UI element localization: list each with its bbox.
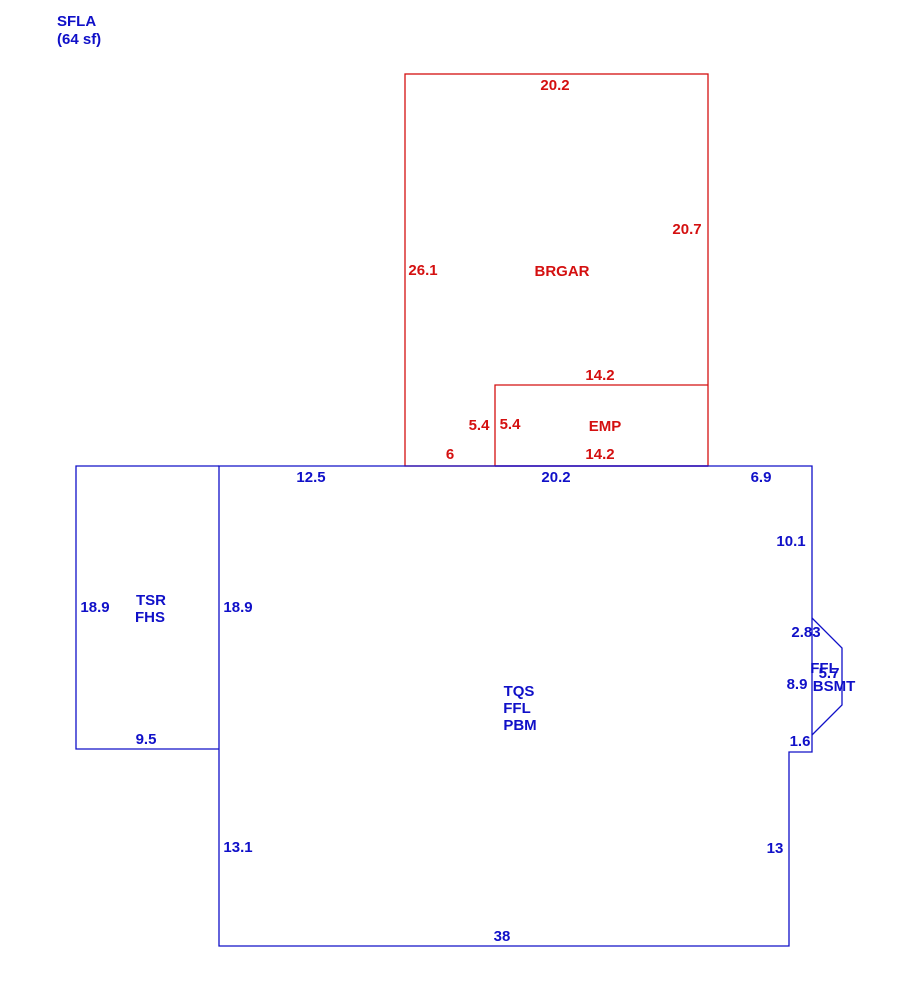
area-tsr: TSR	[136, 592, 166, 609]
area-tqs: TQS	[504, 683, 535, 700]
area-fhs: FHS	[135, 609, 165, 626]
emp-outline	[494, 384, 708, 466]
dim-bay-mid: 8.9	[787, 676, 808, 693]
dim-bay-face: 5.7	[819, 665, 840, 682]
sfla-area: (64 sf)	[57, 31, 102, 48]
sfla-summary: SFLA (64 sf)	[57, 13, 101, 49]
sfla-label: SFLA	[57, 13, 97, 30]
area-ffl-main: FFL	[503, 700, 531, 717]
dim-main-right-upper: 10.1	[776, 533, 805, 550]
dim-brgar-top: 20.2	[540, 77, 569, 94]
area-brgar: BRGAR	[535, 263, 590, 280]
dim-main-right-lower: 13	[767, 840, 784, 857]
area-pbm: PBM	[503, 717, 536, 734]
bay-outline	[811, 617, 843, 736]
dim-main-left-lower: 13.1	[223, 839, 252, 856]
dim-emp-left-b: 5.4	[500, 416, 522, 433]
dim-main-bottom: 38	[494, 928, 511, 945]
dim-main-top-mid: 20.2	[541, 469, 570, 486]
dim-emp-top: 14.2	[585, 367, 614, 384]
dim-brgar-right: 20.7	[672, 221, 701, 238]
area-ffl-bay: FFL	[810, 660, 838, 677]
dim-tsr-right: 18.9	[223, 599, 252, 616]
tqs-polygon	[218, 465, 813, 947]
area-bsmt: BSMT	[813, 678, 856, 695]
dim-main-top-right: 6.9	[751, 469, 772, 486]
dim-brgar-bottom: 6	[446, 446, 454, 463]
dim-tsr-bottom: 9.5	[136, 731, 157, 748]
dim-brgar-left: 26.1	[408, 262, 437, 279]
area-emp: EMP	[589, 418, 622, 435]
dim-bay-bottom: 1.6	[790, 733, 811, 750]
dim-emp-bottom: 14.2	[585, 446, 614, 463]
main-house-outline	[75, 465, 843, 947]
dim-main-top-left: 12.5	[296, 469, 325, 486]
dim-tsr-left: 18.9	[80, 599, 109, 616]
dim-bay-top: 2.83	[791, 624, 820, 641]
dim-emp-left-a: 5.4	[469, 417, 491, 434]
tsr-outline	[75, 465, 219, 750]
